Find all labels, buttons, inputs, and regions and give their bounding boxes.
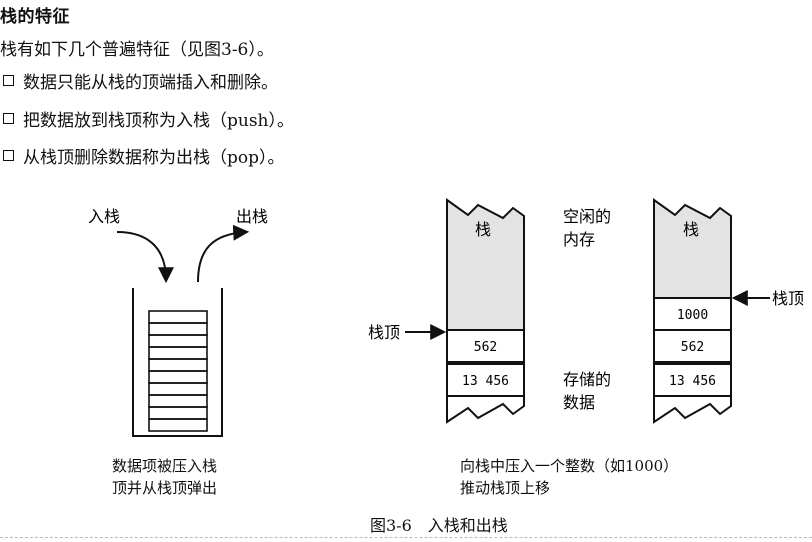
bullet-text: 数据只能从栈的顶端插入和删除。	[23, 73, 278, 93]
bullet-item: 从栈顶删除数据称为出栈（pop）。	[3, 143, 285, 168]
bullet-text: 把数据放到栈顶称为入栈（push）。	[23, 111, 295, 131]
bullet-item: 数据只能从栈的顶端插入和删除。	[3, 68, 278, 93]
free-memory-region	[653, 198, 732, 299]
caption-line: 数据项被压入栈	[112, 457, 218, 475]
left-caption: 数据项被压入栈 顶并从栈顶弹出	[112, 455, 217, 499]
free-memory-label: 内存	[563, 230, 595, 249]
push-arrow-icon	[116, 231, 174, 284]
stack-bottom-break	[653, 396, 732, 424]
push-label: 入栈	[88, 207, 120, 226]
pop-label: 出栈	[236, 207, 268, 226]
page-divider	[0, 537, 812, 538]
bullet-item: 把数据放到栈顶称为入栈（push）。	[3, 106, 294, 131]
stack-cell-value: 13 456	[669, 374, 716, 389]
section-heading: 栈的特征	[0, 7, 70, 27]
checkbox-square-icon	[3, 113, 14, 124]
stack-cell	[446, 329, 525, 363]
stack-cell-value: 13 456	[462, 374, 509, 389]
stack-cell	[653, 329, 732, 363]
stack-cell	[446, 363, 525, 397]
push-pop-diagram: 入栈 出栈	[88, 207, 268, 437]
bullet-text: 从栈顶删除数据称为出栈（pop）。	[23, 148, 285, 168]
intro-paragraph: 栈有如下几个普遍特征（见图3-6）。	[0, 40, 274, 60]
checkbox-square-icon	[3, 150, 14, 161]
stack-label: 栈	[475, 220, 491, 239]
stack-cell-value: 562	[681, 340, 704, 355]
caption-line: 推动栈顶上移	[460, 479, 551, 497]
stack-cell	[653, 363, 732, 397]
caption-line: 向栈中压入一个整数（如1000）	[460, 457, 679, 475]
stored-data-label: 数据	[563, 393, 595, 412]
free-memory-label: 空闲的	[563, 207, 611, 226]
stack-top-pointer-label: 栈顶	[772, 289, 804, 308]
stack-cell-value: 1000	[677, 308, 708, 323]
memory-annotations: 空闲的 内存 存储的 数据	[563, 207, 611, 412]
figure-caption: 图3-6 入栈和出栈	[370, 516, 508, 535]
pop-arrow-icon	[197, 224, 250, 283]
stack-cell	[653, 297, 732, 331]
stack-after-push: 栈 1000 562 13 456 栈顶	[653, 198, 804, 424]
stacked-items	[148, 310, 208, 432]
stack-bottom-break	[446, 396, 525, 424]
stack-before-push: 栈 562 13 456 栈顶	[368, 198, 525, 424]
stack-container	[132, 288, 223, 437]
stack-cell-value: 562	[474, 340, 497, 355]
right-caption: 向栈中压入一个整数（如1000） 推动栈顶上移	[460, 455, 678, 499]
stack-top-pointer-label: 栈顶	[368, 323, 400, 342]
stored-data-label: 存储的	[563, 370, 611, 389]
stack-label: 栈	[683, 220, 699, 239]
caption-line: 顶并从栈顶弹出	[112, 479, 218, 497]
checkbox-square-icon	[3, 75, 14, 86]
